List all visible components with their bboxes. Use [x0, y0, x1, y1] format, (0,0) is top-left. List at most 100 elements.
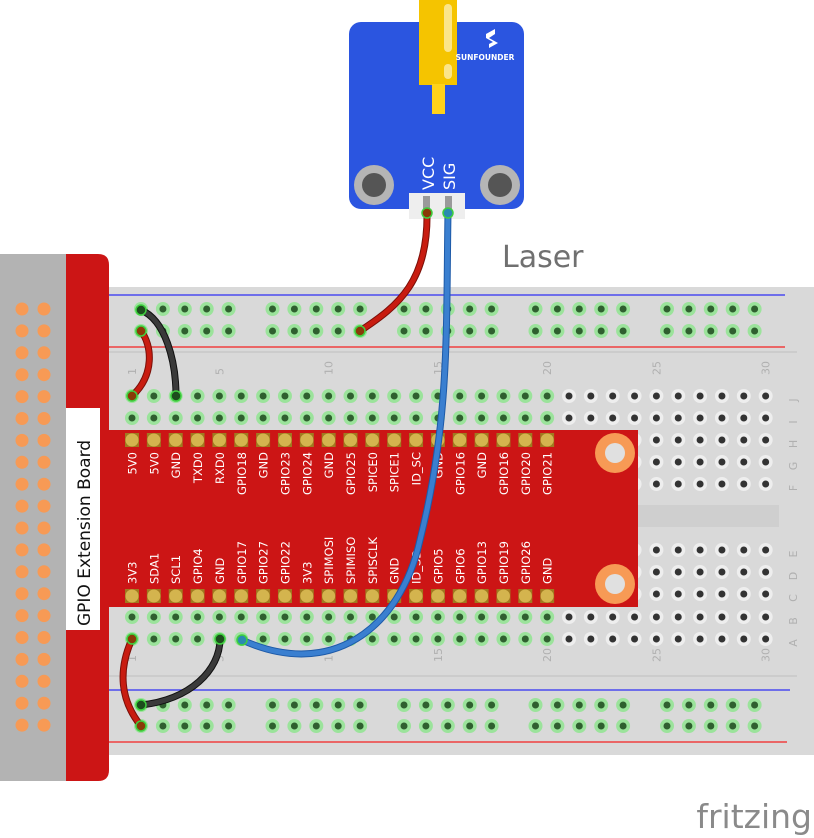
- hole-A17[interactable]: [474, 632, 489, 646]
- hole-G30[interactable]: [758, 455, 773, 469]
- bottom-rail-neg-hole-21[interactable]: [660, 698, 674, 712]
- hole-B17[interactable]: [474, 610, 489, 624]
- bottom-rail-pos-hole-10[interactable]: [353, 719, 368, 733]
- bottom-rail-neg-hole-7[interactable]: [287, 698, 302, 712]
- hole-J8[interactable]: [277, 389, 292, 403]
- bottom-rail-neg-hole-10[interactable]: [353, 698, 368, 712]
- bottom-rail-pos-hole-9[interactable]: [331, 719, 346, 733]
- hole-J14[interactable]: [409, 389, 424, 403]
- hole-A21[interactable]: [562, 632, 576, 646]
- bottom-rail-neg-hole-23[interactable]: [703, 698, 718, 712]
- hole-I18[interactable]: [496, 411, 511, 425]
- hole-A9[interactable]: [299, 632, 314, 646]
- hole-C30[interactable]: [758, 587, 773, 601]
- hole-E25[interactable]: [649, 543, 664, 557]
- top-rail-neg-hole-19[interactable]: [594, 302, 609, 316]
- hole-A2[interactable]: [146, 632, 161, 646]
- hole-H25[interactable]: [649, 433, 664, 447]
- hole-J4[interactable]: [190, 389, 205, 403]
- hole-I11[interactable]: [343, 411, 358, 425]
- bottom-rail-pos-hole-16[interactable]: [528, 719, 543, 733]
- bottom-rail-neg-hole-25[interactable]: [747, 698, 762, 712]
- hole-C28[interactable]: [714, 587, 729, 601]
- bottom-rail-neg-hole-13[interactable]: [440, 698, 455, 712]
- hole-J24[interactable]: [627, 389, 642, 403]
- bottom-rail-pos-hole-5[interactable]: [221, 719, 236, 733]
- hole-I9[interactable]: [299, 411, 314, 425]
- bottom-rail-neg-hole-4[interactable]: [199, 698, 214, 712]
- bottom-rail-neg-hole-22[interactable]: [681, 698, 696, 712]
- bottom-rail-neg-hole-3[interactable]: [177, 698, 192, 712]
- hole-C29[interactable]: [736, 587, 751, 601]
- bottom-rail-pos-hole-11[interactable]: [397, 719, 411, 733]
- hole-I7[interactable]: [256, 411, 271, 425]
- hole-I25[interactable]: [649, 411, 664, 425]
- top-rail-neg-hole-17[interactable]: [550, 302, 565, 316]
- hole-F25[interactable]: [649, 477, 664, 491]
- bottom-rail-neg-hole-8[interactable]: [309, 698, 324, 712]
- hole-I14[interactable]: [409, 411, 424, 425]
- laser-vcc-wire[interactable]: [357, 210, 430, 334]
- hole-I16[interactable]: [452, 411, 467, 425]
- hole-A16[interactable]: [452, 632, 467, 646]
- hole-A25[interactable]: [649, 632, 664, 646]
- hole-B14[interactable]: [409, 610, 424, 624]
- hole-B23[interactable]: [605, 610, 620, 624]
- bottom-rail-neg-hole-5[interactable]: [221, 698, 236, 712]
- hole-I19[interactable]: [518, 411, 533, 425]
- top-rail-pos-hole-18[interactable]: [572, 324, 587, 338]
- bottom-rail-neg-hole-12[interactable]: [418, 698, 433, 712]
- hole-A28[interactable]: [714, 632, 729, 646]
- top-rail-pos-hole-12[interactable]: [418, 324, 433, 338]
- hole-B11[interactable]: [343, 610, 358, 624]
- hole-D30[interactable]: [758, 565, 773, 579]
- hole-B6[interactable]: [234, 610, 249, 624]
- top-rail-pos-hole-22[interactable]: [681, 324, 696, 338]
- hole-J28[interactable]: [714, 389, 729, 403]
- hole-C27[interactable]: [693, 587, 708, 601]
- hole-C25[interactable]: [649, 587, 664, 601]
- hole-A10[interactable]: [321, 632, 336, 646]
- hole-J23[interactable]: [605, 389, 620, 403]
- bottom-rail-neg-hole-15[interactable]: [484, 698, 499, 712]
- bottom-rail-pos-hole-14[interactable]: [462, 719, 477, 733]
- hole-I6[interactable]: [234, 411, 249, 425]
- hole-E26[interactable]: [671, 543, 686, 557]
- top-rail-neg-hole-20[interactable]: [616, 302, 631, 316]
- hole-B7[interactable]: [256, 610, 271, 624]
- hole-B20[interactable]: [540, 610, 555, 624]
- top-rail-neg-hole-22[interactable]: [681, 302, 696, 316]
- top-rail-neg-hole-6[interactable]: [265, 302, 280, 316]
- hole-F27[interactable]: [693, 477, 708, 491]
- hole-A4[interactable]: [190, 632, 205, 646]
- hole-J19[interactable]: [518, 389, 533, 403]
- hole-F28[interactable]: [714, 477, 729, 491]
- bottom-rail-pos-hole-3[interactable]: [177, 719, 192, 733]
- top-rail-neg-hole-3[interactable]: [177, 302, 192, 316]
- top-rail-pos-hole-19[interactable]: [594, 324, 609, 338]
- hole-J5[interactable]: [212, 389, 227, 403]
- hole-B16[interactable]: [452, 610, 467, 624]
- hole-B26[interactable]: [671, 610, 686, 624]
- hole-E30[interactable]: [758, 543, 773, 557]
- hole-B29[interactable]: [736, 610, 751, 624]
- top-rail-pos-hole-9[interactable]: [331, 324, 346, 338]
- hole-I2[interactable]: [146, 411, 161, 425]
- hole-G26[interactable]: [671, 455, 686, 469]
- bottom-rail-neg-hole-16[interactable]: [528, 698, 543, 712]
- top-rail-pos-hole-20[interactable]: [616, 324, 631, 338]
- hole-B22[interactable]: [583, 610, 598, 624]
- hole-D28[interactable]: [714, 565, 729, 579]
- hole-B9[interactable]: [299, 610, 314, 624]
- bottom-rail-pos-hole-17[interactable]: [550, 719, 565, 733]
- hole-I29[interactable]: [736, 411, 751, 425]
- top-rail-neg-hole-8[interactable]: [309, 302, 324, 316]
- hole-I12[interactable]: [365, 411, 380, 425]
- hole-J13[interactable]: [387, 389, 402, 403]
- hole-H30[interactable]: [758, 433, 773, 447]
- hole-B25[interactable]: [649, 610, 664, 624]
- bottom-rail-pos-hole-12[interactable]: [418, 719, 433, 733]
- hole-J22[interactable]: [583, 389, 598, 403]
- top-rail-pos-hole-3[interactable]: [177, 324, 192, 338]
- top-rail-neg-hole-16[interactable]: [528, 302, 543, 316]
